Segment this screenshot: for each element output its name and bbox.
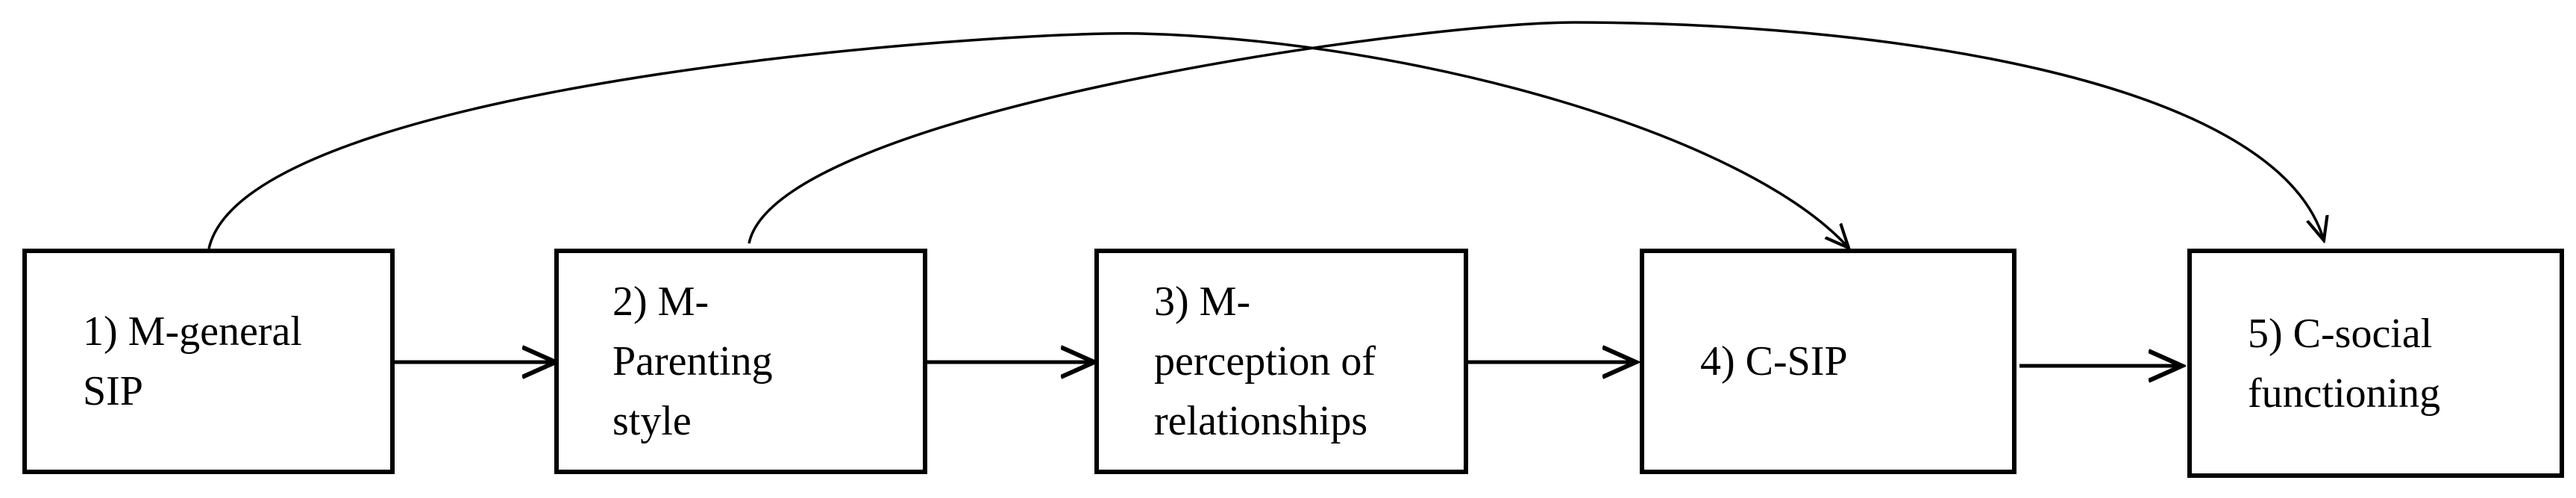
label-line: SIP bbox=[83, 368, 143, 414]
label-line: Parenting bbox=[612, 338, 773, 385]
label-line: 2) M- bbox=[612, 278, 709, 325]
node-c-social-functioning: 5) C-social functioning bbox=[2187, 249, 2564, 478]
curve-arrow-2-to-5 bbox=[748, 21, 2324, 243]
node-c-sip: 4) C-SIP bbox=[1640, 249, 2016, 474]
node-label: 1) M-general SIP bbox=[83, 302, 390, 421]
label-line: perception of bbox=[1154, 338, 1376, 385]
node-label: 2) M- Parenting style bbox=[612, 272, 923, 451]
node-m-parenting-style: 2) M- Parenting style bbox=[554, 249, 927, 474]
node-label: 3) M- perception of relationships bbox=[1154, 272, 1464, 451]
label-line: 5) C-social bbox=[2248, 310, 2433, 357]
label-line: 3) M- bbox=[1154, 278, 1251, 325]
label-line: 4) C-SIP bbox=[1700, 338, 1848, 385]
node-m-general-sip: 1) M-general SIP bbox=[22, 249, 395, 474]
curve-arrow-1-to-4 bbox=[207, 32, 1849, 249]
label-line: functioning bbox=[2248, 370, 2441, 417]
node-label: 4) C-SIP bbox=[1700, 332, 2012, 391]
node-m-perception-of-relationships: 3) M- perception of relationships bbox=[1094, 249, 1468, 474]
label-line: 1) M-general bbox=[83, 308, 302, 355]
label-line: style bbox=[612, 398, 692, 444]
node-label: 5) C-social functioning bbox=[2248, 304, 2560, 423]
label-line: relationships bbox=[1154, 398, 1368, 444]
